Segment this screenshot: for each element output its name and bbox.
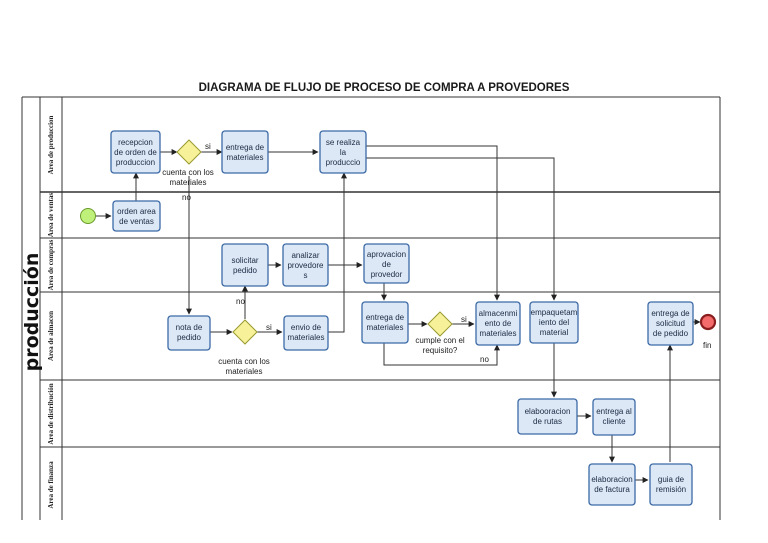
label-si-2: si bbox=[266, 323, 272, 332]
svg-text:produccion: produccion bbox=[116, 158, 155, 167]
svg-text:orden area: orden area bbox=[117, 207, 156, 216]
task-almacenamiento-materiales: almacenmi ento de materiales bbox=[475, 301, 521, 346]
svg-text:se realiza: se realiza bbox=[326, 138, 361, 147]
svg-text:material: material bbox=[540, 328, 569, 337]
label-gateway-3-line-2: requisito? bbox=[423, 346, 458, 355]
end-event bbox=[699, 313, 717, 331]
svg-text:de rutas: de rutas bbox=[533, 417, 562, 426]
svg-text:cliente: cliente bbox=[602, 417, 626, 426]
svg-text:elabooracion: elabooracion bbox=[525, 407, 571, 416]
svg-text:produccio: produccio bbox=[326, 158, 361, 167]
svg-text:solicitud: solicitud bbox=[656, 319, 685, 328]
lane-label-produccion: Area de produccion bbox=[47, 115, 55, 174]
gateway-cuenta-materiales-2 bbox=[232, 319, 258, 345]
svg-text:materiales: materiales bbox=[288, 333, 325, 342]
task-orden-area-ventas: orden area de ventas bbox=[112, 200, 161, 232]
task-empaquetamiento-material: empaquetam iento del material bbox=[529, 301, 579, 344]
pool-frame bbox=[21, 96, 721, 520]
svg-text:nota de: nota de bbox=[176, 323, 203, 332]
svg-text:de factura: de factura bbox=[594, 485, 630, 494]
svg-text:entrega al: entrega al bbox=[596, 407, 632, 416]
label-gateway-2-line-1: cuenta con los bbox=[218, 357, 270, 366]
svg-text:recepcion: recepcion bbox=[118, 138, 153, 147]
svg-text:pedido: pedido bbox=[233, 266, 258, 275]
svg-text:envio de: envio de bbox=[291, 323, 322, 332]
lane-label-finanza: Area de finanza bbox=[47, 461, 55, 509]
lane-label-ventas: Area de ventas bbox=[47, 193, 55, 237]
start-event bbox=[80, 208, 96, 224]
task-solicitar-pedido: solicitar pedido bbox=[221, 243, 269, 287]
svg-text:provedore: provedore bbox=[287, 261, 324, 270]
svg-text:remisión: remisión bbox=[656, 485, 686, 494]
task-guia-remision: guia de remisión bbox=[649, 463, 693, 506]
svg-text:pedido: pedido bbox=[177, 333, 202, 342]
svg-text:s: s bbox=[304, 271, 308, 280]
task-entrega-materiales-almacen: entrega de materiales bbox=[361, 301, 409, 344]
label-fin: fin bbox=[703, 341, 711, 350]
label-gateway-1-line-1: cuenta con los bbox=[162, 168, 214, 177]
svg-text:de orden de: de orden de bbox=[114, 148, 157, 157]
label-gateway-2-line-2: materiales bbox=[226, 367, 263, 376]
task-entrega-solicitud-pedido: entrega de solicitud de pedido bbox=[647, 301, 694, 346]
task-recepcion: recepcion de orden de produccion bbox=[110, 130, 161, 174]
pool-label: producción bbox=[21, 253, 43, 372]
lane-label-almacen: Area de almacen bbox=[47, 311, 55, 361]
svg-text:provedor: provedor bbox=[371, 270, 403, 279]
svg-text:guia de: guia de bbox=[658, 475, 685, 484]
svg-text:ento de: ento de bbox=[485, 319, 512, 328]
svg-text:aprovacion: aprovacion bbox=[367, 250, 406, 259]
task-nota-pedido: nota de pedido bbox=[167, 315, 211, 351]
gateway-cumple-requisito bbox=[427, 311, 453, 337]
svg-text:la: la bbox=[340, 148, 347, 157]
svg-text:empaquetam: empaquetam bbox=[531, 308, 578, 317]
connectors bbox=[96, 145, 701, 483]
svg-text:materiales: materiales bbox=[480, 329, 517, 338]
svg-text:materiales: materiales bbox=[367, 323, 404, 332]
task-se-realiza-produccion: se realiza la produccio bbox=[319, 130, 367, 174]
lane-label-compras: Area de compras bbox=[47, 239, 55, 290]
svg-text:solicitar: solicitar bbox=[231, 256, 258, 265]
svg-text:entrega de: entrega de bbox=[366, 313, 405, 322]
svg-text:iento del: iento del bbox=[539, 318, 569, 327]
diagram-title: DIAGRAMA DE FLUJO DE PROCESO DE COMPRA A… bbox=[199, 82, 570, 94]
lane-label-distribucion: Area de distribución bbox=[47, 383, 55, 444]
svg-text:entrega de: entrega de bbox=[651, 309, 690, 318]
svg-text:almacenmi: almacenmi bbox=[479, 309, 518, 318]
svg-text:de pedido: de pedido bbox=[653, 329, 689, 338]
task-analizar-provedores: analizar provedore s bbox=[282, 243, 329, 287]
label-gateway-3-line-1: cumple con el bbox=[415, 336, 465, 345]
label-no-1: no bbox=[182, 193, 191, 202]
svg-text:de ventas: de ventas bbox=[119, 217, 154, 226]
task-elaboracion-rutas: elabooracion de rutas bbox=[517, 398, 578, 435]
label-si-3: si bbox=[461, 315, 467, 324]
svg-text:analizar: analizar bbox=[291, 251, 319, 260]
task-entrega-cliente: entrega al cliente bbox=[592, 398, 636, 436]
gateway-cuenta-materiales-1 bbox=[176, 139, 202, 165]
svg-text:entrega de: entrega de bbox=[226, 143, 265, 152]
label-gateway-1-line-2: materiales bbox=[170, 178, 207, 187]
svg-text:materiales: materiales bbox=[227, 153, 264, 162]
task-elaboracion-factura: elaboracion de factura bbox=[588, 463, 636, 506]
label-no-3: no bbox=[480, 355, 489, 364]
svg-text:de: de bbox=[382, 260, 391, 269]
task-entrega-materiales: entrega de materiales bbox=[221, 130, 269, 174]
svg-text:elaboracion: elaboracion bbox=[591, 475, 632, 484]
task-aprovacion-provedor: aprovacion de provedor bbox=[363, 243, 410, 284]
label-si-1: si bbox=[205, 142, 211, 151]
lane-labels: Area de produccion Area de ventas Area d… bbox=[47, 115, 55, 508]
label-no-2: no bbox=[236, 297, 245, 306]
task-envio-materiales: envio de materiales bbox=[283, 315, 329, 351]
